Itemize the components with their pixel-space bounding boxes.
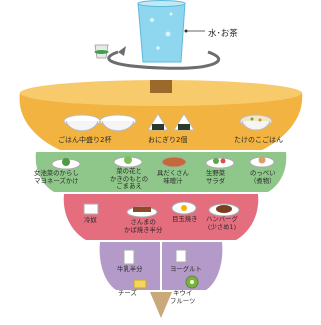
veg-label-onnaike: 女池菜のからし マヨネーズかけ xyxy=(34,169,79,185)
veg-label-salad: 生野菜 サラダ xyxy=(206,169,226,185)
grain-label-onigiri: おにぎり2個 xyxy=(148,136,188,144)
protein-label-egg: 目玉焼き xyxy=(172,215,198,223)
protein-label-hamburg: ハンバーグ (少さめ1) xyxy=(206,215,238,231)
water-tea-label: 水･お茶 xyxy=(208,29,238,39)
grain-label-rice: ごはん中盛り2杯 xyxy=(58,136,112,144)
fruit-label-kiwi: キウイ フルーツ xyxy=(170,289,196,305)
grain-label-takenoko: たけのこごはん xyxy=(234,136,283,144)
protein-tier xyxy=(63,194,259,240)
protein-dish-icons xyxy=(83,201,240,218)
dairy-label-yogurt: ヨーグルト xyxy=(170,265,202,273)
rotation-arrow-icon xyxy=(107,46,221,70)
rice-bowl-icon xyxy=(63,114,137,132)
veg-label-misoshiru: 具だくさん 味噌汁 xyxy=(157,169,189,185)
onigiri-icon xyxy=(147,113,195,131)
leader-dot xyxy=(184,29,188,33)
dairy-icons xyxy=(123,249,147,289)
veg-label-noppei: のっぺい （煮物） xyxy=(250,169,276,185)
fruit-icons xyxy=(175,249,199,289)
dairy-label-cheese: チーズ xyxy=(118,289,137,297)
top-tip xyxy=(150,292,172,318)
veg-label-nanohana: 菜の花と かきのもとの ごまあえ xyxy=(110,167,149,191)
top-spindle xyxy=(150,80,172,93)
vegetable-dish-icons xyxy=(51,156,275,170)
protein-label-tofu: 冷奴 xyxy=(84,216,97,224)
water-glass-icon xyxy=(137,0,186,63)
bamboo-rice-icon xyxy=(239,114,273,131)
protein-label-sanma: さんまの かば焼き半分 xyxy=(124,218,163,234)
tea-cup-icon xyxy=(94,44,109,59)
dairy-label-milk: 牛乳半分 xyxy=(117,265,143,273)
